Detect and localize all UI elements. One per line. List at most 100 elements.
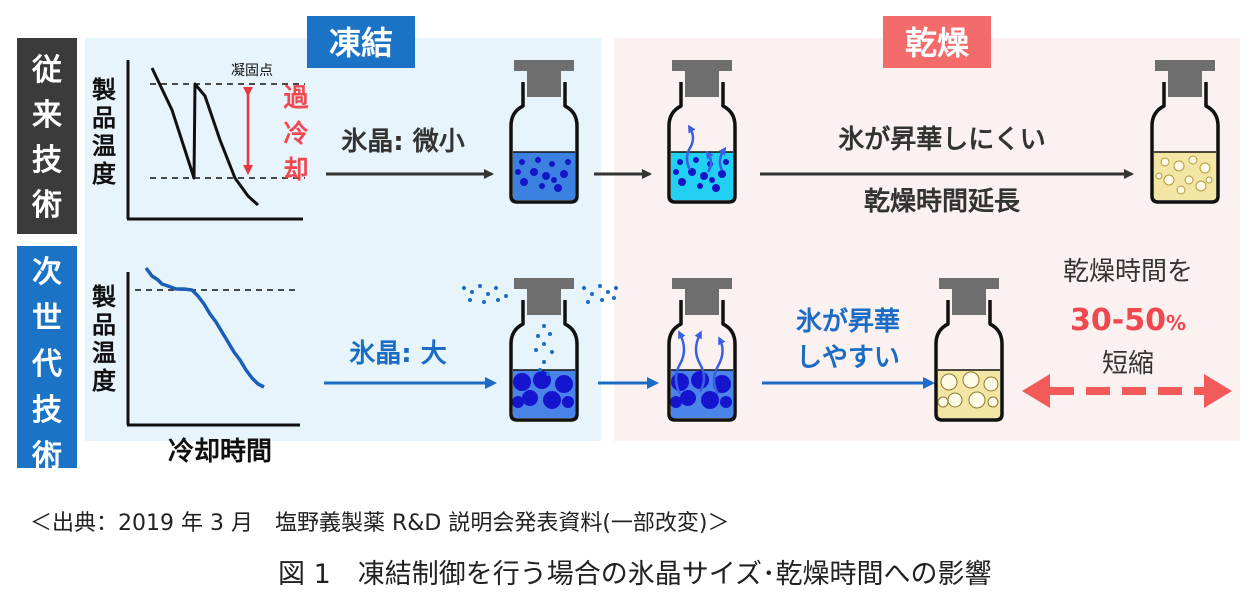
ice-crystal [551,177,557,183]
y-axis-label-bottom-char: 製 [92,283,116,311]
result-line1: 乾燥時間を [1063,257,1193,287]
spray-droplet [614,286,618,290]
vial-top-dry-end [1150,60,1220,204]
ice-crystal [700,172,708,180]
ice-crystal [940,373,958,391]
freezing-point-label: 凝固点 [231,63,273,79]
ice-crystal [983,376,999,392]
ice-crystal [562,396,574,408]
source-note: ＜出典：2019 年 3 月 塩野義製薬 R&D 説明会発表資料(一部改変)＞ [30,511,730,536]
next-gen-label-char: 代 [31,347,62,382]
spray-droplet [590,292,594,296]
ice-crystal [1176,185,1186,195]
dry-label: 乾燥 [905,24,970,62]
y-axis-label-top-char: 度 [92,160,117,188]
ice-crystal [968,391,986,409]
vial-cap [1155,60,1215,71]
spray-droplet [486,292,490,296]
ice-crystal [1155,172,1163,180]
ice-crystal [554,184,562,192]
ice-crystal [533,371,551,389]
next-gen-label-char: 世 [32,301,62,336]
conventional-label-char: 従 [31,53,62,88]
spray-droplet [542,360,546,364]
vial-cap [939,278,999,289]
spray-droplet [468,298,472,302]
vial-outline [1150,82,1220,204]
result-value-unit: % [1166,311,1186,335]
vial-cap [514,60,574,71]
spray-droplet [550,350,554,354]
vapor-arrow [718,146,727,171]
freeze-label: 凍結 [329,24,393,62]
result-line3: 短縮 [1102,349,1154,379]
ice-crystal [549,161,555,167]
bottom-sublimation-line1: 氷が昇華 [796,306,900,337]
ice-crystal [720,396,732,408]
ice-crystal [1188,155,1198,165]
vial-top-freeze [509,60,579,204]
figure-caption: 図 1 凍結制御を行う場合の氷晶サイズ･乾燥時間への影響 [278,559,992,590]
vapor-arrow [674,330,686,395]
vapor-arrow [712,336,726,395]
ice-crystal [539,183,545,189]
ice-crystal [718,170,726,178]
y-axis-label-top-char: 温 [92,132,116,160]
ice-crystal [535,157,541,163]
ice-crystal [515,169,521,175]
supercooling-label-char: 却 [283,155,308,184]
freeze-label-box [307,16,415,68]
ice-crystal [678,178,686,186]
vapor-arrow [685,124,696,171]
top-ice-crystal-label: 氷晶: 微小 [341,126,464,157]
spray-droplet [536,334,540,338]
vial-stopper [1168,71,1202,97]
y-axis-label-bottom-char: 温 [92,339,116,367]
ice-crystal [947,392,963,408]
ice-crystal [543,391,561,409]
spray-droplet [582,286,586,290]
ice-crystal [671,373,689,391]
cooling-curve-bottom [144,266,265,389]
conventional-label-char: 来 [32,98,62,133]
conventional-label-char: 術 [31,188,62,223]
y-axis-label-top-char: 製 [92,76,116,104]
spray-droplet [600,298,604,302]
y-axis-label-top-char: 品 [92,104,116,132]
result-value-number: 30-50 [1070,303,1166,338]
vial-cap [672,278,732,289]
vial-bottom-dry-end [934,278,1004,422]
spray-droplet [542,342,546,346]
ice-crystal [512,396,524,408]
ice-crystal [937,396,949,408]
double-arrow [1022,374,1232,408]
vial-outline [934,300,1004,422]
vapor-arrow [694,330,706,393]
spray-droplet [612,296,616,300]
ice-crystal [712,184,720,192]
ice-crystal [1173,160,1185,172]
ice-crystal [565,159,571,165]
vial-outline [509,82,579,204]
spray-droplet [494,286,498,290]
ice-crystal [522,390,538,406]
spray-droplet [546,372,550,376]
next-gen-label-box [17,246,77,468]
vapor-arrow [705,150,714,173]
ice-crystal [513,373,531,391]
ice-crystal [670,396,682,408]
ice-crystal [530,168,538,176]
spray-droplet [542,324,546,328]
ice-crystal [691,371,709,389]
y-axis-label-bottom-char: 品 [92,311,116,339]
spray-droplet [598,284,602,288]
ice-crystal [555,375,573,393]
vial-stopper [527,71,561,97]
ice-crystal [1184,175,1194,185]
result-value: 30-50% [1070,303,1186,338]
ice-crystal [1205,176,1213,184]
supercooling-label-char: 過 [283,83,309,112]
